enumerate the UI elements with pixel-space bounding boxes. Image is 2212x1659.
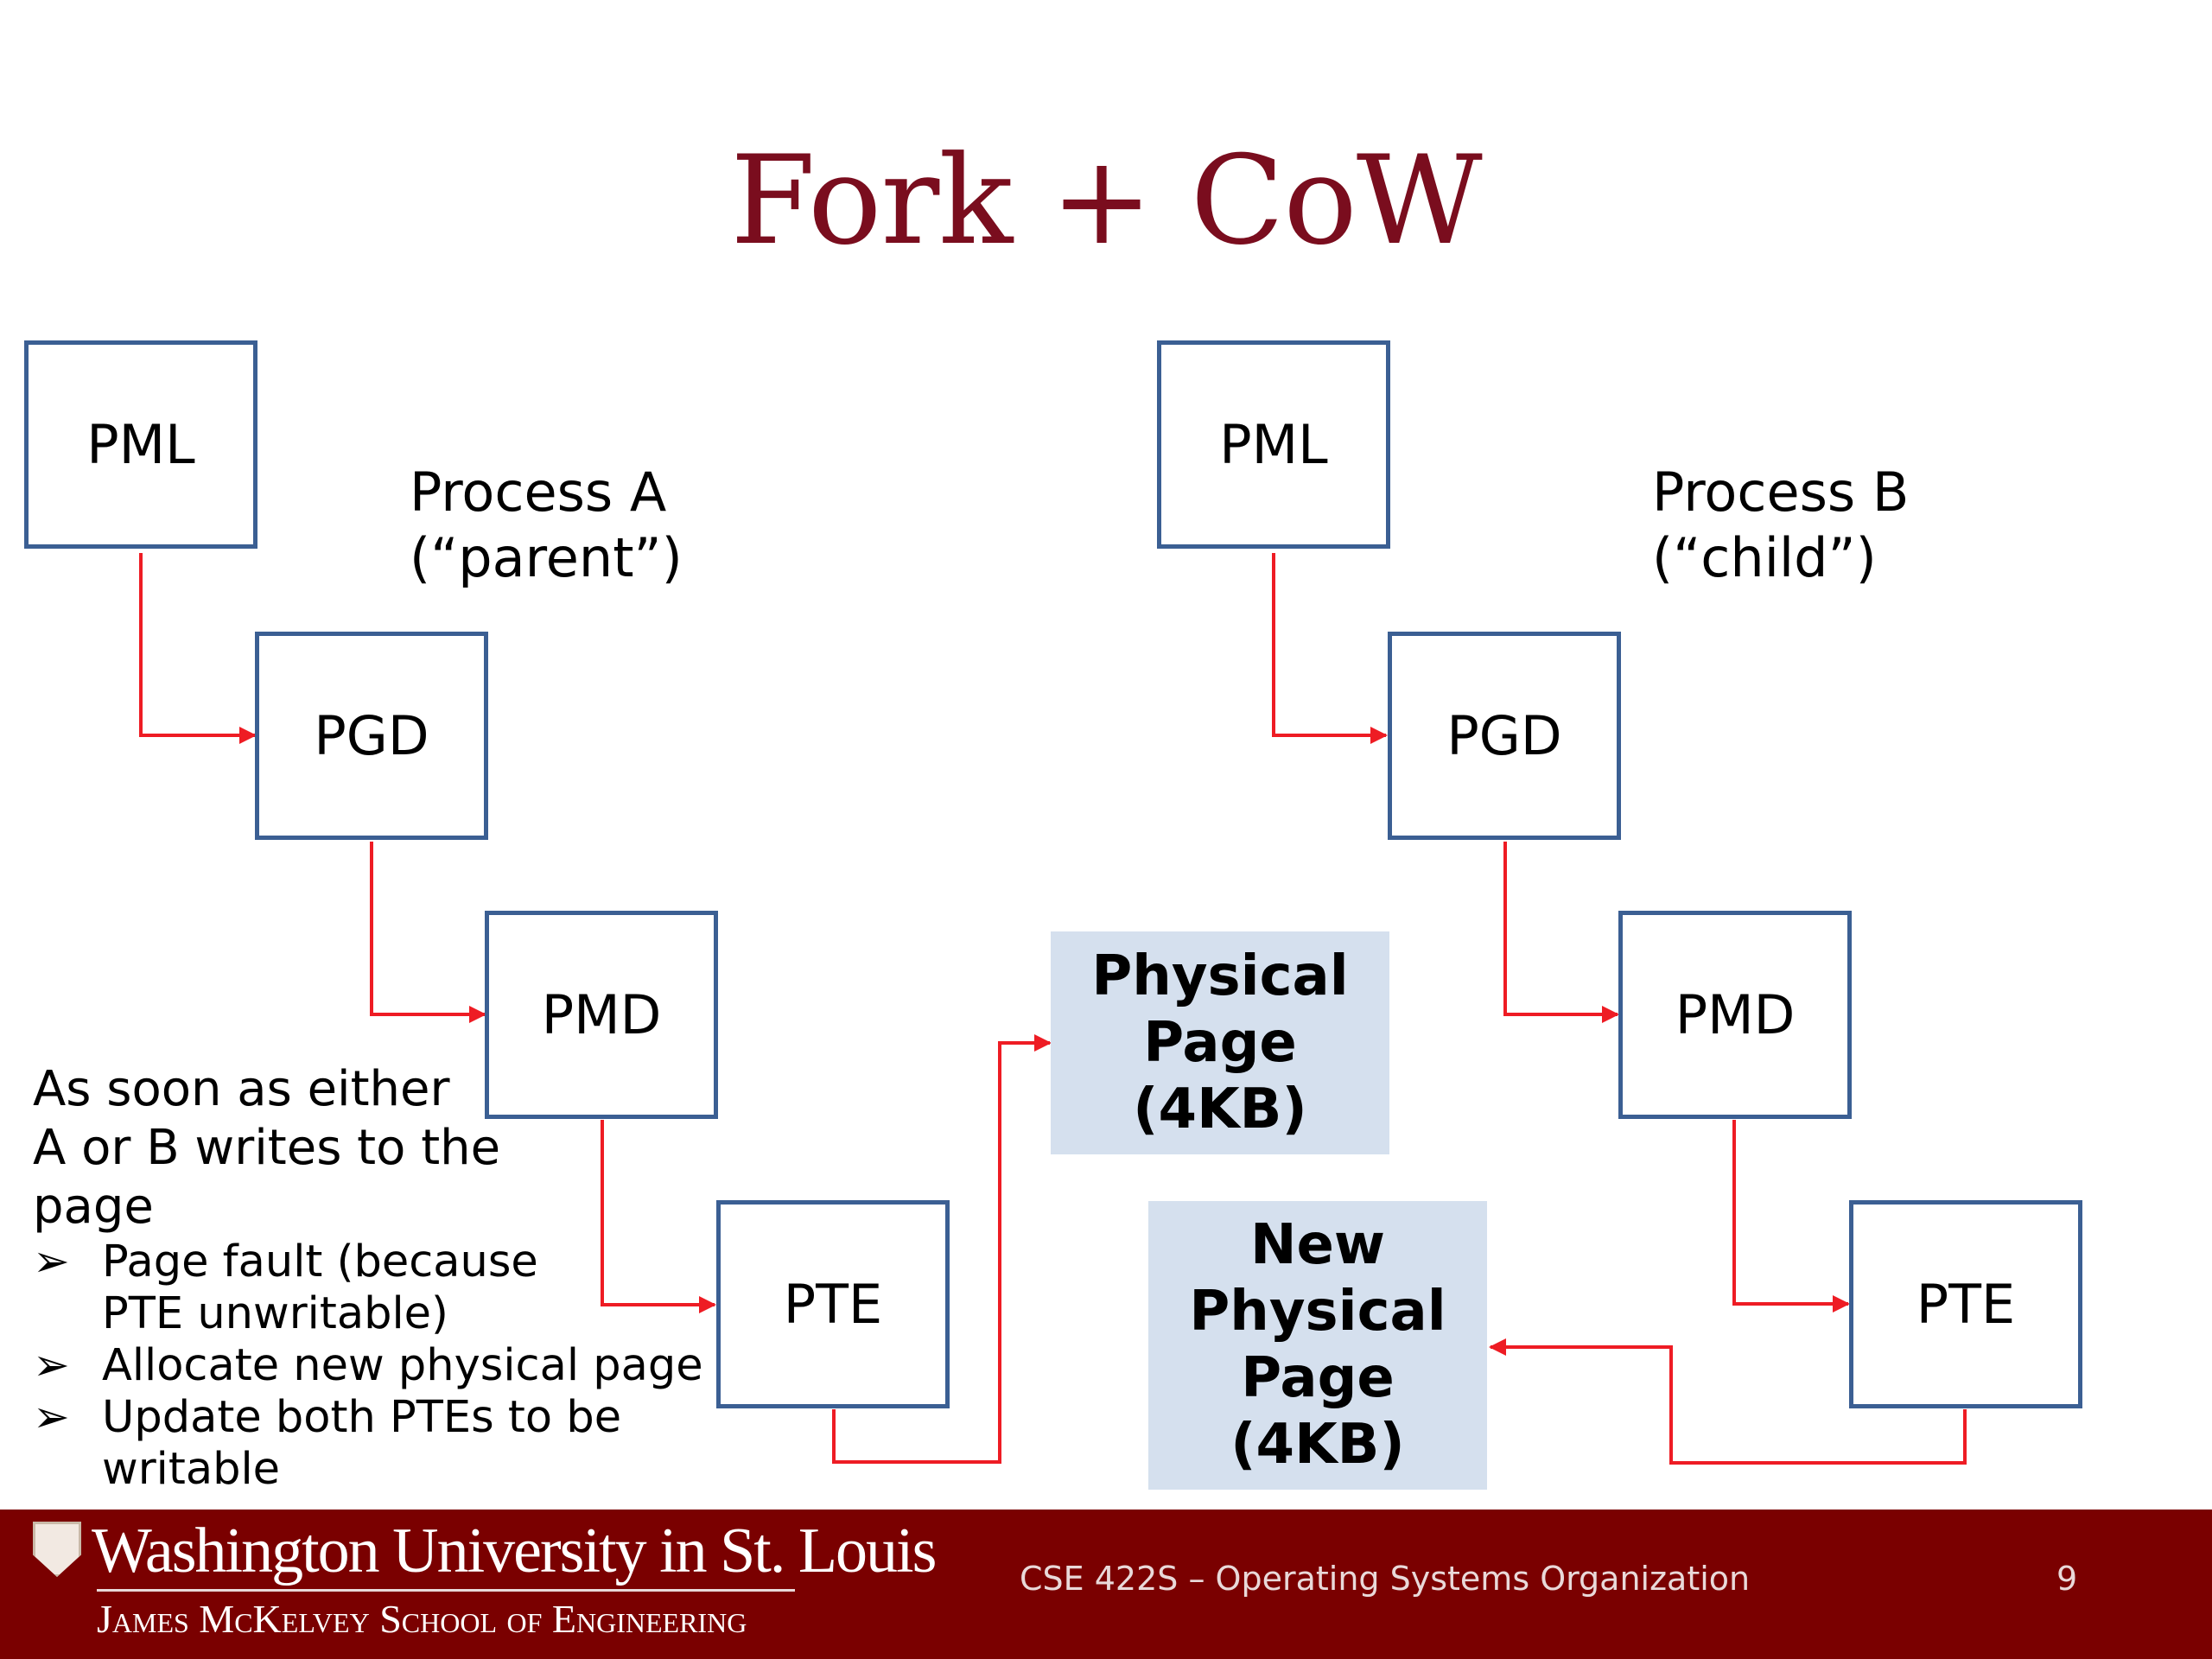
notes-bullet-list: ➢ Page fault (because PTE unwritable) ➢ … [33, 1236, 707, 1496]
new-physical-page-line3: Page [1241, 1346, 1395, 1410]
notes-lead: As soon as either A or B writes to the p… [33, 1060, 707, 1236]
pte-label: PTE [783, 1273, 883, 1336]
process-b-name: Process B [1652, 461, 1910, 524]
process-a-role: (“parent”) [410, 526, 683, 589]
notes-bullet-item: ➢ Update both PTEs to be writable [33, 1392, 707, 1496]
process-a-pte-box: PTE [716, 1200, 950, 1408]
arrow-a-pml-to-pgd [139, 553, 257, 744]
process-a-pgd-box: PGD [255, 632, 488, 840]
process-a-name: Process A [410, 461, 667, 524]
new-physical-page-line2: Physical [1189, 1280, 1446, 1344]
process-b-label: Process B (“child”) [1652, 460, 1909, 591]
process-b-role: (“child”) [1652, 526, 1877, 589]
pmd-label: PMD [541, 983, 662, 1046]
arrow-bullet-icon: ➢ [33, 1236, 70, 1287]
notes-bullet-line: Allocate new physical page [102, 1340, 703, 1391]
process-b-pte-box: PTE [1849, 1200, 2082, 1408]
process-a-label: Process A (“parent”) [410, 460, 683, 591]
notes-bullet-line: writable [102, 1444, 281, 1495]
arrow-bullet-icon: ➢ [33, 1340, 70, 1391]
pml-label: PML [86, 413, 195, 476]
arrow-bullet-icon: ➢ [33, 1392, 70, 1443]
pgd-label: PGD [1446, 704, 1562, 767]
process-a-pmd-box: PMD [485, 911, 718, 1119]
pte-label: PTE [1916, 1273, 2016, 1336]
notes-bullet-line: Page fault (because [102, 1236, 538, 1287]
pml-label: PML [1219, 413, 1328, 476]
new-physical-page-line4: (4KB) [1230, 1413, 1405, 1477]
notes-bullet-line: Update both PTEs to be [102, 1392, 622, 1443]
process-a-pml-box: PML [24, 340, 257, 549]
arrow-a-pmd-to-pte [601, 1120, 716, 1313]
notes-lead-line: page [33, 1179, 154, 1235]
physical-page-line1: Physical [1091, 944, 1349, 1008]
course-title: CSE 422S – Operating Systems Organizatio… [1020, 1560, 1751, 1598]
notes-lead-line: A or B writes to the [33, 1120, 501, 1176]
new-physical-page-line1: New [1249, 1213, 1386, 1277]
arrow-b-pte-to-new-physical-page [1489, 1338, 1967, 1465]
process-b-pmd-box: PMD [1618, 911, 1852, 1119]
notes-bullet-line: PTE unwritable) [102, 1288, 448, 1339]
arrow-b-pml-to-pgd [1272, 553, 1388, 744]
footer-bar: Washington University in St. Louis James… [0, 1510, 2212, 1659]
physical-page-line2: Page [1143, 1010, 1297, 1075]
notes-bullet-item: ➢ Allocate new physical page [33, 1340, 707, 1392]
notes-bullet-item: ➢ Page fault (because PTE unwritable) [33, 1236, 707, 1340]
school-name: James McKelvey School of Engineering [97, 1597, 747, 1641]
slide-number: 9 [2056, 1560, 2078, 1598]
physical-page-line3: (4KB) [1133, 1077, 1307, 1141]
arrow-b-pmd-to-pte [1732, 1120, 1850, 1313]
arrow-a-pgd-to-pmd [370, 842, 486, 1023]
physical-page-box: Physical Page (4KB) [1051, 931, 1389, 1154]
pointer-arrows [139, 553, 1967, 1465]
pgd-label: PGD [314, 704, 429, 767]
process-b-pgd-box: PGD [1388, 632, 1621, 840]
arrow-a-pte-to-physical-page [832, 1034, 1052, 1464]
arrow-b-pgd-to-pmd [1503, 842, 1619, 1023]
notes-lead-line: As soon as either [33, 1061, 450, 1117]
pmd-label: PMD [1675, 983, 1796, 1046]
process-b-pml-box: PML [1157, 340, 1390, 549]
slide-title: Fork + CoW [730, 130, 1483, 272]
cow-notes: As soon as either A or B writes to the p… [33, 1060, 707, 1496]
university-name: Washington University in St. Louis [92, 1516, 937, 1586]
university-crest-icon [33, 1522, 81, 1577]
footer-divider [97, 1589, 795, 1592]
new-physical-page-box: New Physical Page (4KB) [1148, 1201, 1487, 1490]
